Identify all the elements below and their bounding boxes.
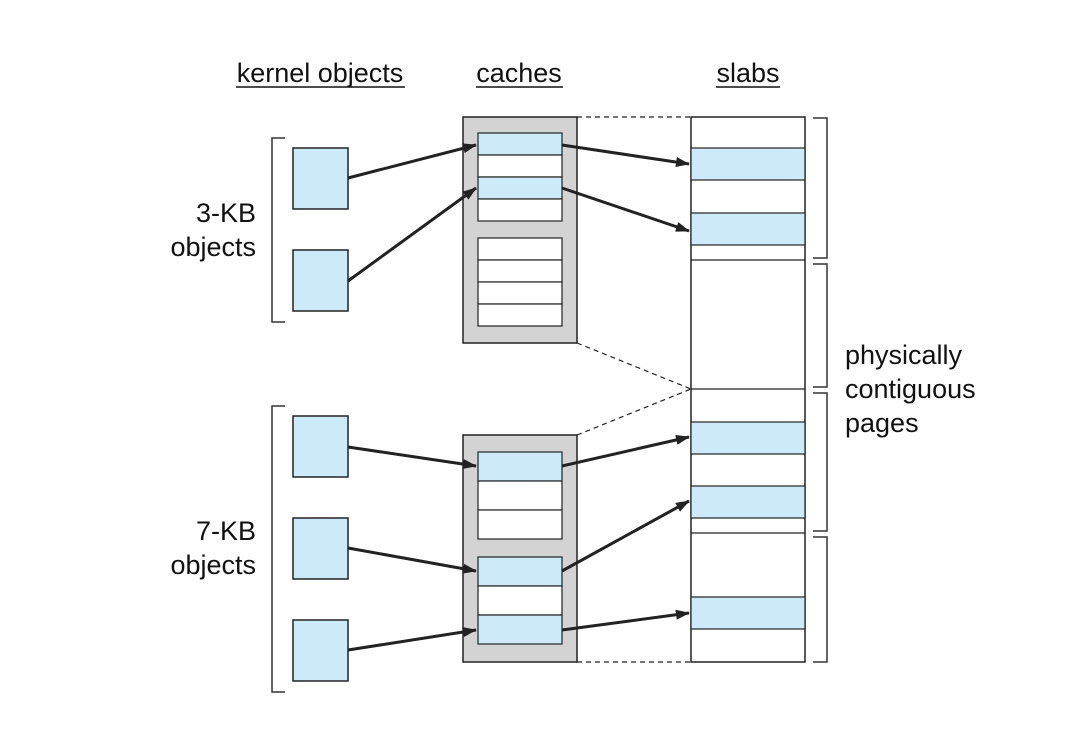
pages-label-line1: physically bbox=[845, 340, 963, 370]
group-label-7kb-line2: objects bbox=[170, 550, 256, 580]
cache-3kb-slab-a-slot bbox=[477, 176, 563, 200]
header-caches: caches bbox=[476, 58, 562, 88]
slabs-column bbox=[690, 116, 806, 663]
arrow-cache-to-slab bbox=[561, 609, 690, 632]
arrow-object-to-cache bbox=[347, 627, 477, 652]
group-label-7kb-line1: 7-KB bbox=[196, 516, 256, 546]
arrow-cache-to-slab bbox=[561, 435, 690, 468]
header-kernel-objects: kernel objects bbox=[237, 58, 404, 88]
cache-3kb-slab-a-slot bbox=[477, 132, 563, 156]
cache-7kb-slab-b-slot bbox=[477, 614, 563, 645]
cache-3kb-slab-a-slot bbox=[477, 154, 563, 178]
page-bracket-3 bbox=[813, 392, 828, 532]
arrow-object-to-cache bbox=[347, 186, 477, 283]
cache-3kb-bottom-connector bbox=[576, 342, 692, 390]
arrow-cache-to-slab bbox=[561, 143, 690, 168]
kernel-object-7kb-2 bbox=[292, 517, 349, 580]
cache-7kb bbox=[462, 434, 578, 663]
kernel-object-7kb-1 bbox=[292, 415, 349, 478]
page-bracket-2 bbox=[813, 263, 828, 388]
pages-label-line3: pages bbox=[845, 408, 919, 438]
slab-slot-allocated bbox=[690, 212, 806, 246]
arrow-cache-to-slab bbox=[561, 499, 690, 573]
kernel-object-7kb-3 bbox=[292, 619, 349, 682]
slab-slot-allocated bbox=[690, 596, 806, 630]
slab-slot-allocated bbox=[690, 147, 806, 181]
cache-7kb-slab-a-slot bbox=[477, 509, 563, 540]
cache-7kb-slab-a-slot bbox=[477, 480, 563, 511]
header-slabs: slabs bbox=[716, 58, 779, 88]
kernel-object-3kb-2 bbox=[292, 249, 349, 312]
cache-3kb-slab-b-slot bbox=[477, 259, 563, 283]
slab-slot-allocated bbox=[690, 485, 806, 519]
group-label-3kb-line2: objects bbox=[170, 232, 256, 262]
cache-3kb-slab-b-slot bbox=[477, 237, 563, 261]
cache-3kb bbox=[462, 116, 578, 344]
cache-7kb-slab-a-slot bbox=[477, 451, 563, 482]
group-label-3kb-line1: 3-KB bbox=[196, 198, 256, 228]
cache-7kb-slab-b-slot bbox=[477, 556, 563, 587]
page-bracket-4 bbox=[813, 536, 828, 663]
page-bracket-1 bbox=[813, 117, 828, 259]
arrow-cache-to-slab bbox=[561, 186, 690, 233]
cache-3kb-slab-b-slot bbox=[477, 303, 563, 327]
arrow-object-to-cache bbox=[347, 445, 477, 470]
cache-3kb-slab-a-slot bbox=[477, 198, 563, 222]
cache-7kb-top-connector bbox=[576, 388, 692, 436]
kernel-object-3kb-1 bbox=[292, 147, 349, 210]
cache-3kb-slab-b-slot bbox=[477, 281, 563, 305]
pages-label-line2: contiguous bbox=[845, 374, 976, 404]
bracket-3kb bbox=[271, 137, 285, 323]
arrow-object-to-cache bbox=[347, 143, 477, 180]
slab-slot-allocated bbox=[690, 421, 806, 455]
arrow-object-to-cache bbox=[347, 546, 477, 574]
cache-7kb-slab-b-slot bbox=[477, 585, 563, 616]
bracket-7kb bbox=[271, 405, 285, 693]
